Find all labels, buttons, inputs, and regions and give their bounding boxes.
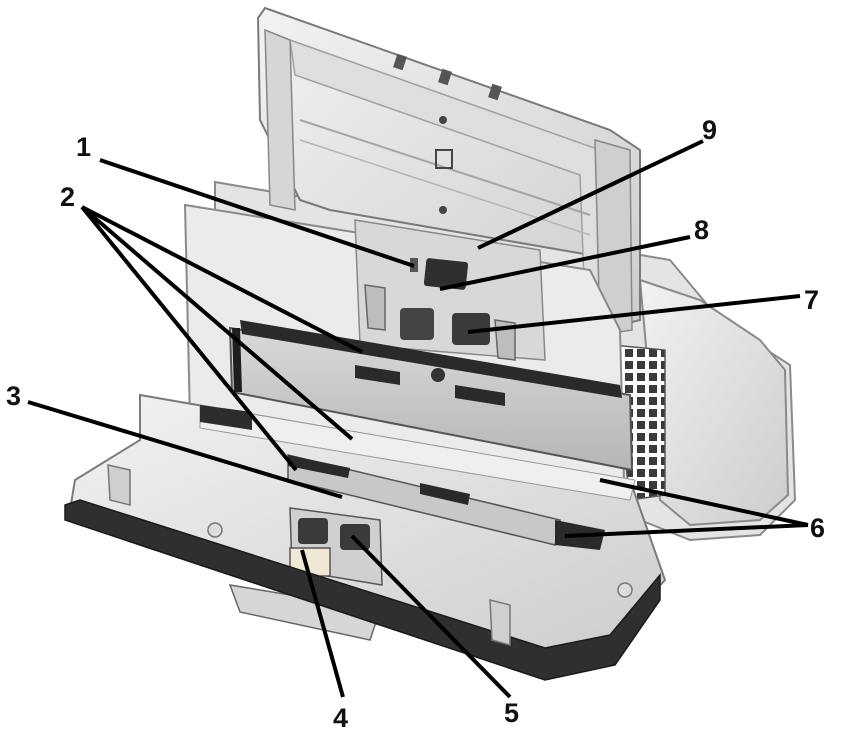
callout-numbers: 1 2 3 4 5 6 7 8 9 <box>6 115 825 733</box>
leader-line-6b <box>564 523 809 538</box>
callout-3: 3 <box>6 381 21 411</box>
leader-line-8 <box>439 235 691 291</box>
feed-roller-left <box>400 308 434 340</box>
leader-line-1 <box>99 158 415 268</box>
callout-6: 6 <box>810 513 825 543</box>
callout-8: 8 <box>694 215 709 245</box>
callout-5: 5 <box>504 698 519 728</box>
leader-line-2c <box>80 205 298 472</box>
leader-line-6a <box>599 478 809 527</box>
callout-1: 1 <box>76 132 91 162</box>
leader-lines <box>27 139 809 699</box>
leader-line-4 <box>300 549 345 698</box>
callout-9: 9 <box>702 115 717 145</box>
leader-line-9 <box>477 139 704 250</box>
callout-2: 2 <box>60 182 75 212</box>
leader-line-3 <box>27 400 343 499</box>
leader-line-2b <box>80 205 354 441</box>
callout-4: 4 <box>333 703 348 733</box>
leader-line-7 <box>467 294 801 334</box>
callout-7: 7 <box>804 285 819 315</box>
feed-roller-right <box>452 313 490 345</box>
separation-roller <box>423 258 469 290</box>
leader-line-5 <box>350 534 512 699</box>
leader-line-2a <box>81 205 363 354</box>
